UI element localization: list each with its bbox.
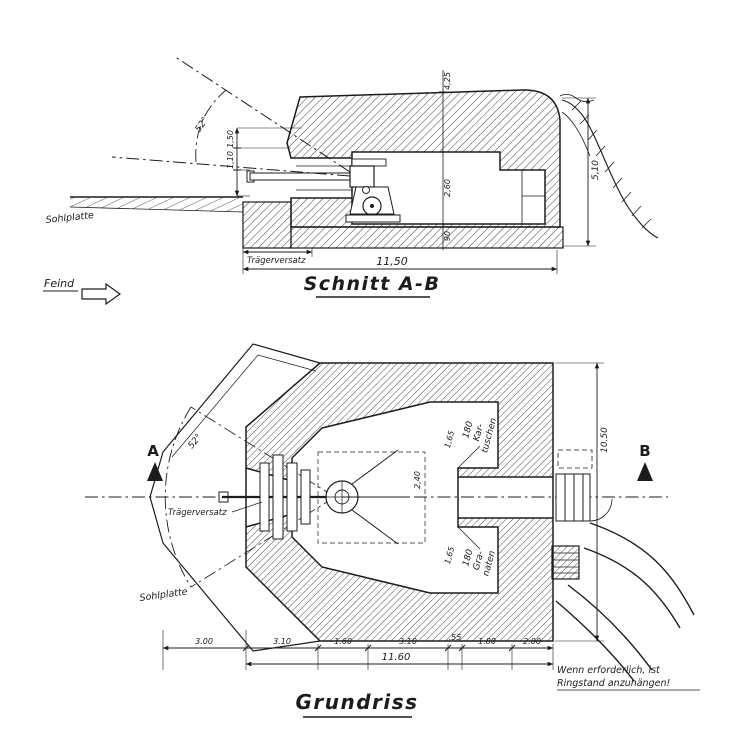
ringstand-note: Wenn erforderlich, ist Ringstand anzuhän…	[557, 665, 700, 691]
feind-label: Feind	[44, 277, 75, 290]
plan-right-dim: 10.50	[555, 362, 610, 642]
plan-dim-height-right: 10.50	[600, 427, 610, 453]
dim-seg-2: 3.10	[273, 637, 291, 646]
section-traegerversatz-label: Trägerversatz	[247, 256, 306, 266]
kartuschen-label: 180 Kar- tuschen	[461, 417, 499, 454]
dim-seg-7: 2.00	[523, 637, 541, 646]
plan-title: Grundriss	[295, 690, 418, 714]
dim-seg-3: 1.60	[334, 637, 352, 646]
niche-dim-top: 1,65	[443, 430, 456, 450]
svg-text:180: 180	[461, 548, 475, 567]
cut-marker-b-label: B	[639, 442, 650, 460]
dim-roof: 4,25	[443, 72, 452, 90]
section-title: Schnitt A-B	[304, 273, 441, 295]
section-title-group: Schnitt A-B	[304, 273, 441, 298]
section-right-dim: 5,10	[562, 97, 601, 247]
entrance-exterior	[551, 449, 695, 682]
dim-height-right: 5,10	[591, 160, 601, 180]
ground-left	[69, 196, 244, 213]
note-line-2: Ringstand anzuhängen!	[557, 678, 670, 689]
plan-title-group: Grundriss	[295, 690, 418, 718]
interior-steps	[296, 165, 545, 224]
apron-outline	[149, 343, 321, 652]
dim-seg-1: 3.00	[195, 637, 213, 646]
plan-drawing: A B 52° 1,65 1,65 180 Kar-	[85, 343, 700, 718]
section-angle-label: 52°	[194, 115, 211, 134]
niche-dim-bottom: 1,65	[443, 546, 456, 566]
bunker-section-mass	[286, 89, 561, 228]
dim-left-lower: 1,10	[226, 151, 235, 169]
plan-angle-label: 52°	[187, 432, 205, 451]
cut-marker-a-label: A	[147, 442, 159, 460]
section-center-dims: 4,25 2,60 90	[439, 70, 452, 250]
dim-interior: 2,60	[443, 179, 452, 197]
stair-block	[551, 545, 580, 580]
svg-text:Kar-: Kar-	[472, 423, 486, 443]
gun-plan: 2,40	[218, 449, 426, 545]
dim-floor: 90	[443, 231, 452, 241]
dim-total-section: 11,50	[376, 255, 408, 268]
plan-sohlplatte-label: Sohlplatte	[139, 586, 189, 604]
feind-group: Feind	[43, 277, 122, 306]
embankment-right	[559, 94, 659, 239]
ammo-niches: 1,65 1,65 180 Kar- tuschen 180 Gra- nate…	[443, 417, 499, 578]
note-line-1: Wenn erforderlich, ist	[557, 665, 661, 676]
section-drawing: 52° 1,50 1,10 4,25 2,60 90	[43, 55, 659, 306]
dim-left-upper: 1,50	[226, 130, 235, 148]
plan-bottom-dims: 3.00 3.10 1.60 3.10 .55 1.80 2.00 11.60	[162, 630, 554, 670]
svg-text:Gra-: Gra-	[472, 550, 487, 571]
bunker-plan-mass	[245, 362, 554, 642]
enemy-direction-arrow-icon	[81, 282, 122, 306]
section-left-dims: 1,50 1,10	[226, 127, 302, 197]
dim-seg-4: 3.10	[399, 637, 417, 646]
gun-section	[246, 158, 401, 223]
section-sohlplatte-label: Sohlplatte	[45, 210, 94, 226]
platform-dim: 2,40	[413, 471, 422, 489]
dim-seg-5: .55	[449, 633, 462, 642]
dim-seg-6: 1.80	[478, 637, 496, 646]
cut-marker-a: A	[147, 442, 163, 481]
svg-text:180: 180	[461, 420, 475, 439]
plan-traegerversatz-label: Trägerversatz	[168, 508, 227, 518]
granaten-label: 180 Gra- naten	[461, 548, 498, 577]
cut-marker-b: B	[637, 442, 653, 481]
trench-paths	[555, 522, 695, 682]
section-bottom-dims: Trägerversatz 11,50	[242, 232, 558, 274]
plan-dim-total: 11.60	[382, 652, 411, 663]
